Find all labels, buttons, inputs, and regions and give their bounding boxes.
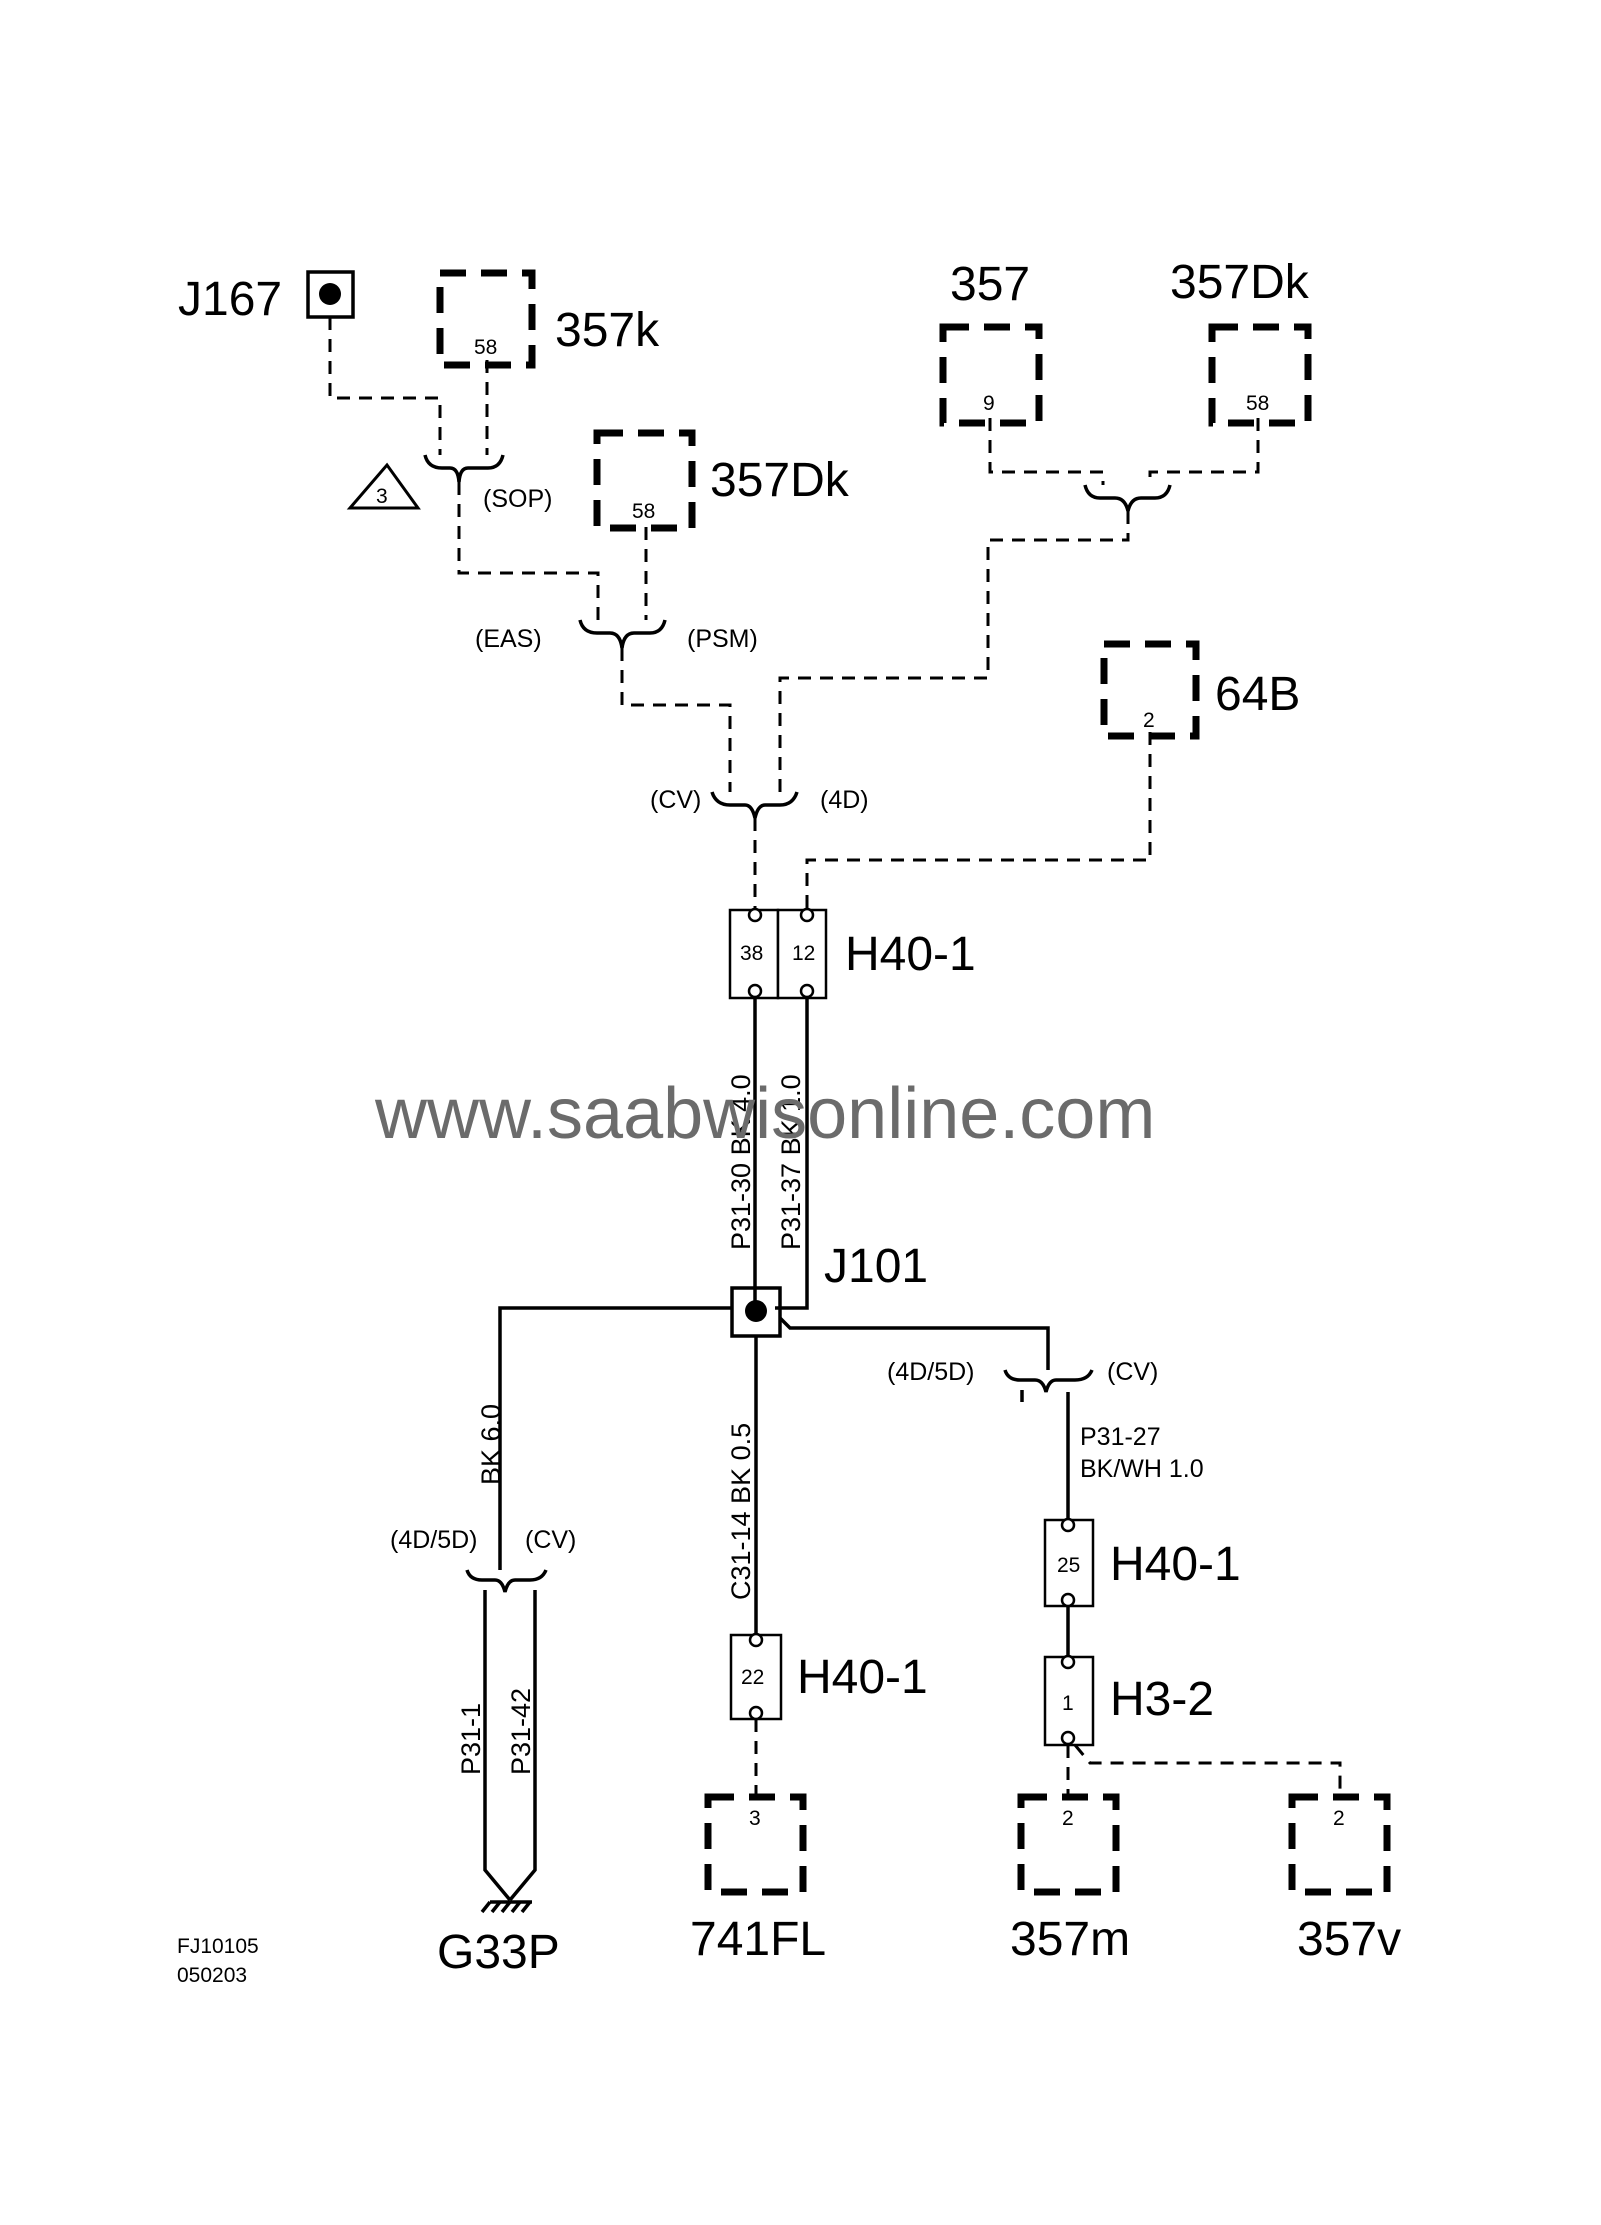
label-h40-1-right: H40-1 bbox=[1110, 1538, 1241, 1591]
label-psm: (PSM) bbox=[687, 625, 758, 653]
label-357k: 357k bbox=[555, 304, 660, 357]
connector-357v: 2 bbox=[1288, 1793, 1391, 1896]
wire-p31-1: P31-1 bbox=[456, 1703, 486, 1775]
label-cv-right: (CV) bbox=[1107, 1358, 1158, 1386]
wire-bk-6-0: BK 6.0 bbox=[476, 1404, 506, 1485]
label-357m: 357m bbox=[1010, 1913, 1130, 1966]
label-h40-1-mid: H40-1 bbox=[797, 1651, 928, 1704]
wire-p31-30: P31-30 BK 4.0 bbox=[726, 1074, 756, 1250]
connector-64b: 2 bbox=[1100, 640, 1200, 740]
svg-text:3: 3 bbox=[376, 485, 388, 508]
wire-c31-14: C31-14 BK 0.5 bbox=[726, 1423, 756, 1600]
wire-bk-wh-1-0: BK/WH 1.0 bbox=[1080, 1455, 1204, 1483]
connector-h40-1-top: 38 12 bbox=[728, 907, 828, 1000]
label-eas: (EAS) bbox=[475, 625, 542, 653]
label-4d-top: (4D) bbox=[820, 786, 869, 814]
pin-h40-1-25: 25 bbox=[1057, 1554, 1080, 1577]
label-357dk-right: 357Dk bbox=[1170, 256, 1310, 309]
figure-date: 050203 bbox=[177, 1964, 247, 1987]
label-sop: (SOP) bbox=[483, 485, 552, 513]
connector-357k: 58 bbox=[436, 269, 536, 369]
label-cv-top: (CV) bbox=[650, 786, 701, 814]
ground-icon-g33p bbox=[480, 1900, 532, 1914]
label-4d5d-right: (4D/5D) bbox=[887, 1358, 975, 1386]
label-g33p: G33P bbox=[437, 1926, 560, 1979]
pin-h3-2: 1 bbox=[1062, 1692, 1074, 1715]
connector-357: 9 bbox=[939, 323, 1043, 427]
connector-h40-1-right: 25 bbox=[1043, 1517, 1095, 1608]
connector-h40-1-mid: 22 bbox=[729, 1632, 783, 1721]
wire-p31-42: P31-42 bbox=[506, 1688, 536, 1775]
pin-357: 9 bbox=[983, 392, 995, 415]
label-741fl: 741FL bbox=[690, 1913, 826, 1966]
label-j167: J167 bbox=[178, 273, 282, 326]
pin-h40-1-12: 12 bbox=[792, 942, 815, 965]
wire-p31-37: P31-37 BK 1.0 bbox=[776, 1074, 806, 1250]
connector-357dk-left: 58 bbox=[593, 429, 696, 532]
connector-741fl: 3 bbox=[704, 1793, 807, 1896]
pin-357dk-right: 58 bbox=[1246, 392, 1269, 415]
pin-357m: 2 bbox=[1062, 1807, 1074, 1830]
label-h40-1-top: H40-1 bbox=[845, 928, 976, 981]
connector-h3-2: 1 bbox=[1043, 1654, 1095, 1747]
pin-357v: 2 bbox=[1333, 1807, 1345, 1830]
pin-357k: 58 bbox=[474, 336, 497, 359]
label-357dk-left: 357Dk bbox=[710, 454, 850, 507]
figure-code: FJ10105 bbox=[177, 1935, 259, 1958]
label-cv-left: (CV) bbox=[525, 1526, 576, 1554]
pin-h40-1-38: 38 bbox=[740, 942, 763, 965]
pin-741fl: 3 bbox=[749, 1807, 761, 1830]
label-357v: 357v bbox=[1297, 1913, 1401, 1966]
label-4d5d-left: (4D/5D) bbox=[390, 1526, 478, 1554]
pin-h40-1-22: 22 bbox=[741, 1666, 764, 1689]
note-triangle-icon: 3 bbox=[346, 462, 421, 510]
pin-64b: 2 bbox=[1143, 709, 1155, 732]
label-h3-2: H3-2 bbox=[1110, 1673, 1214, 1726]
label-357: 357 bbox=[950, 258, 1030, 311]
connector-357m: 2 bbox=[1017, 1793, 1120, 1896]
connector-357dk-right: 58 bbox=[1208, 323, 1312, 427]
label-j101: J101 bbox=[824, 1240, 928, 1293]
ground-point-j167 bbox=[306, 270, 355, 319]
wire-p31-27: P31-27 bbox=[1080, 1423, 1161, 1451]
pin-357dk-left: 58 bbox=[632, 500, 655, 523]
label-64b: 64B bbox=[1215, 668, 1300, 721]
watermark: www.saabwisonline.com bbox=[374, 1074, 1155, 1154]
